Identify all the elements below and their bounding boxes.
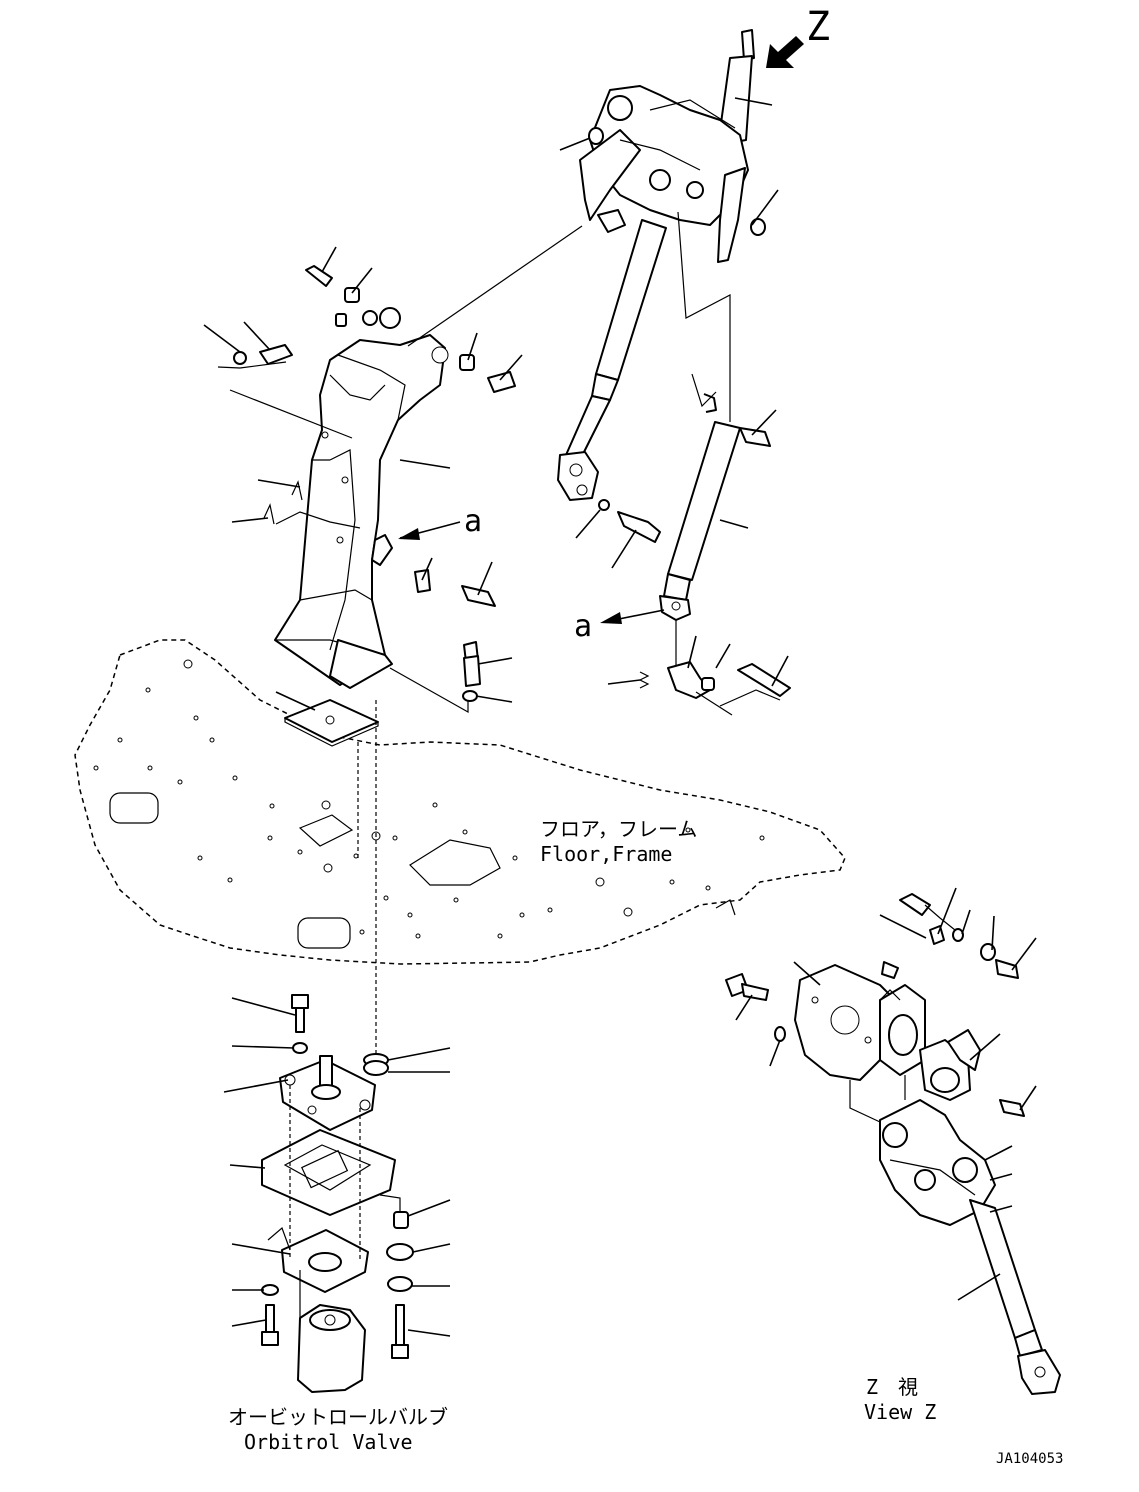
ref-arrow-a-column xyxy=(398,521,461,540)
floor-frame-label-jp: フロア，フレーム xyxy=(540,817,697,841)
floor-holes xyxy=(93,659,765,939)
view-arrow-z xyxy=(766,36,804,68)
floor-frame-label-en: Floor,Frame xyxy=(540,842,672,866)
view-z-label-jp: Z 視 xyxy=(866,1375,918,1399)
floor-cutout xyxy=(409,839,501,886)
stand-fasteners xyxy=(233,265,516,702)
ref-a-column-label: a xyxy=(464,504,482,539)
floor-frame xyxy=(74,639,846,965)
floor-cutout xyxy=(109,792,159,824)
lock-lever-parts xyxy=(607,620,791,716)
gas-spring xyxy=(659,421,741,621)
drawing-number: JA104053 xyxy=(996,1451,1063,1467)
view-z-label-en: View Z xyxy=(864,1400,936,1424)
ref-a-shaft-label: a xyxy=(574,609,592,644)
orbitrol-valve-label-en: Orbitrol Valve xyxy=(244,1430,413,1454)
ref-arrow-a-shaft xyxy=(600,609,665,624)
leader-lines-left xyxy=(203,246,523,1060)
leader-lines-upper xyxy=(407,97,779,569)
floor-cutout xyxy=(297,917,351,949)
floor-bracket xyxy=(715,899,736,916)
view-z-assembly xyxy=(725,887,1061,1395)
stand-bracket xyxy=(371,534,393,566)
upper-column-assembly xyxy=(557,29,771,543)
floor-cutout xyxy=(298,814,354,847)
orbitrol-valve-stack xyxy=(223,994,451,1393)
view-arrow-label: Z xyxy=(806,4,830,50)
orbitrol-valve-label-jp: オービットロールバルブ xyxy=(228,1405,448,1429)
column-stand xyxy=(274,334,449,689)
